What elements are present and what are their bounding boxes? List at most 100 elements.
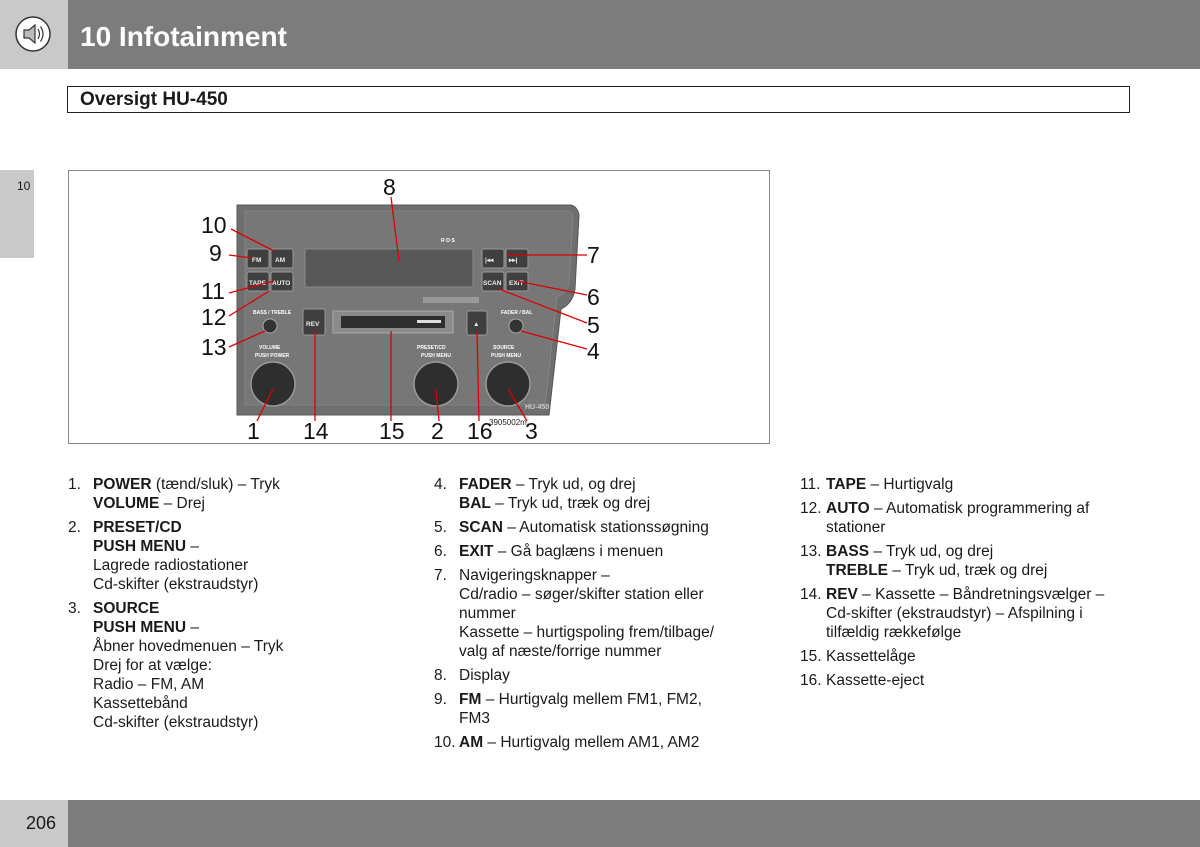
legend-line: PUSH MENU – bbox=[93, 537, 258, 556]
legend-term: SCAN bbox=[459, 519, 503, 536]
section-heading-box: Oversigt HU-450 bbox=[67, 86, 1130, 113]
legend-line: FM3 bbox=[459, 709, 702, 728]
legend-item: 11. TAPE – Hurtigvalg bbox=[800, 475, 1160, 494]
legend-term: TAPE bbox=[826, 476, 867, 493]
leader-16 bbox=[476, 330, 480, 422]
legend-line: FM – Hurtigvalg mellem FM1, FM2, bbox=[459, 690, 702, 709]
eject-icon: ▲ bbox=[473, 321, 479, 328]
legend-description: Display bbox=[459, 667, 510, 684]
legend-item: 8.Display bbox=[434, 666, 794, 685]
legend-term: PUSH MENU bbox=[93, 538, 187, 555]
legend-line: FADER – Tryk ud, og drej bbox=[459, 475, 650, 494]
source-knob[interactable] bbox=[485, 361, 531, 407]
legend-description: Cd-skifter (ekstraudstyr) – Afspilning i bbox=[826, 605, 1083, 622]
bass-treble-knob[interactable] bbox=[262, 318, 278, 334]
legend-line: Lagrede radiostationer bbox=[93, 556, 258, 575]
legend-term: FM bbox=[459, 691, 482, 708]
legend-line: AM – Hurtigvalg mellem AM1, AM2 bbox=[459, 733, 699, 752]
rev-button-label: REV bbox=[306, 321, 320, 328]
legend-description: Kassette – hurtigspoling frem/tilbage/ bbox=[459, 624, 715, 641]
prev-button[interactable] bbox=[481, 248, 505, 269]
legend-line: Radio – FM, AM bbox=[93, 675, 283, 694]
preset-cd-knob[interactable] bbox=[413, 361, 459, 407]
legend-line: Kassette – hurtigspoling frem/tilbage/ bbox=[459, 623, 714, 642]
legend-term: TREBLE bbox=[826, 562, 888, 579]
cassette-slot bbox=[341, 316, 445, 328]
legend-item-number: 14. bbox=[800, 586, 822, 603]
leader-9 bbox=[228, 254, 253, 259]
source-label: SOURCE bbox=[493, 345, 515, 351]
legend-item-number: 11. bbox=[800, 476, 821, 493]
legend-description: Drej for at vælge: bbox=[93, 657, 212, 674]
am-button-label: AM bbox=[275, 257, 285, 264]
legend-item-number: 3. bbox=[68, 600, 81, 617]
legend-line: AUTO – Automatisk programmering af bbox=[826, 499, 1089, 518]
legend-line: Drej for at vælge: bbox=[93, 656, 283, 675]
legend-line: nummer bbox=[459, 604, 714, 623]
page-number: 206 bbox=[26, 813, 57, 833]
legend-line: TREBLE – Tryk ud, træk og drej bbox=[826, 561, 1047, 580]
next-button[interactable] bbox=[505, 248, 529, 269]
legend-item: 9.FM – Hurtigvalg mellem FM1, FM2,FM3 bbox=[434, 690, 794, 728]
leader-8 bbox=[390, 196, 400, 262]
legend-item-text: FM – Hurtigvalg mellem FM1, FM2,FM3 bbox=[459, 690, 702, 728]
legend-line: REV – Kassette – Båndretningsvælger – bbox=[826, 585, 1104, 604]
legend-item-text: TAPE – Hurtigvalg bbox=[826, 475, 953, 494]
side-tab-label: 10 bbox=[17, 179, 31, 193]
legend-term: AUTO bbox=[826, 500, 870, 517]
legend-item: 5.SCAN – Automatisk stationssøgning bbox=[434, 518, 794, 537]
leader-12 bbox=[228, 290, 270, 317]
legend-description: nummer bbox=[459, 605, 516, 622]
legend-item-text: EXIT – Gå baglæns i menuen bbox=[459, 542, 663, 561]
legend-description: Åbner hovedmenuen – Tryk bbox=[93, 638, 284, 655]
footer-tab: 206 bbox=[0, 800, 68, 847]
legend-line: Kassettelåge bbox=[826, 647, 916, 666]
callout-2: 2 bbox=[431, 418, 444, 444]
legend-description: Navigeringsknapper – bbox=[459, 567, 610, 584]
legend-item: 14.REV – Kassette – Båndretningsvælger –… bbox=[800, 585, 1160, 642]
legend-line: BAL – Tryk ud, træk og drej bbox=[459, 494, 650, 513]
legend-item-text: Kassettelåge bbox=[826, 647, 916, 666]
volume-knob[interactable] bbox=[250, 361, 296, 407]
leader-1 bbox=[256, 388, 274, 422]
legend-item-text: Display bbox=[459, 666, 510, 685]
callout-15: 15 bbox=[379, 418, 405, 444]
scan-button[interactable] bbox=[481, 271, 505, 292]
model-label: HU-450 bbox=[525, 404, 549, 411]
legend-line: Cd-skifter (ekstraudstyr) bbox=[93, 575, 258, 594]
legend-description: Kassette-eject bbox=[826, 672, 925, 689]
legend-item-number: 5. bbox=[434, 519, 447, 536]
rev-button[interactable] bbox=[302, 308, 326, 336]
fader-bal-knob[interactable] bbox=[508, 318, 524, 334]
legend-term: EXIT bbox=[459, 543, 494, 560]
legend-item-number: 2. bbox=[68, 519, 81, 536]
scan-button-label: SCAN bbox=[483, 280, 502, 287]
legend-line: Cd-skifter (ekstraudstyr) – Afspilning i bbox=[826, 604, 1104, 623]
legend-term: BASS bbox=[826, 543, 870, 560]
header-bar: 10 Infotainment bbox=[0, 0, 1200, 69]
legend-description: – Drej bbox=[159, 495, 205, 512]
leader-2 bbox=[435, 388, 440, 422]
legend-line: Kassette-eject bbox=[826, 671, 924, 690]
legend-line: VOLUME – Drej bbox=[93, 494, 280, 513]
callout-16: 16 bbox=[467, 418, 493, 444]
legend-description: – Tryk ud, træk og drej bbox=[490, 495, 651, 512]
leader-4 bbox=[520, 330, 588, 350]
tape-button-label: TAPE bbox=[249, 280, 267, 287]
legend-description: – Automatisk programmering af bbox=[869, 500, 1090, 517]
legend-description: Kassettelåge bbox=[826, 648, 916, 665]
am-button[interactable] bbox=[270, 248, 294, 269]
callout-4: 4 bbox=[587, 338, 600, 364]
legend-description: Lagrede radiostationer bbox=[93, 557, 249, 574]
section-title: Oversigt HU-450 bbox=[80, 89, 228, 110]
fm-button[interactable] bbox=[246, 248, 270, 269]
leader-3 bbox=[507, 388, 528, 422]
